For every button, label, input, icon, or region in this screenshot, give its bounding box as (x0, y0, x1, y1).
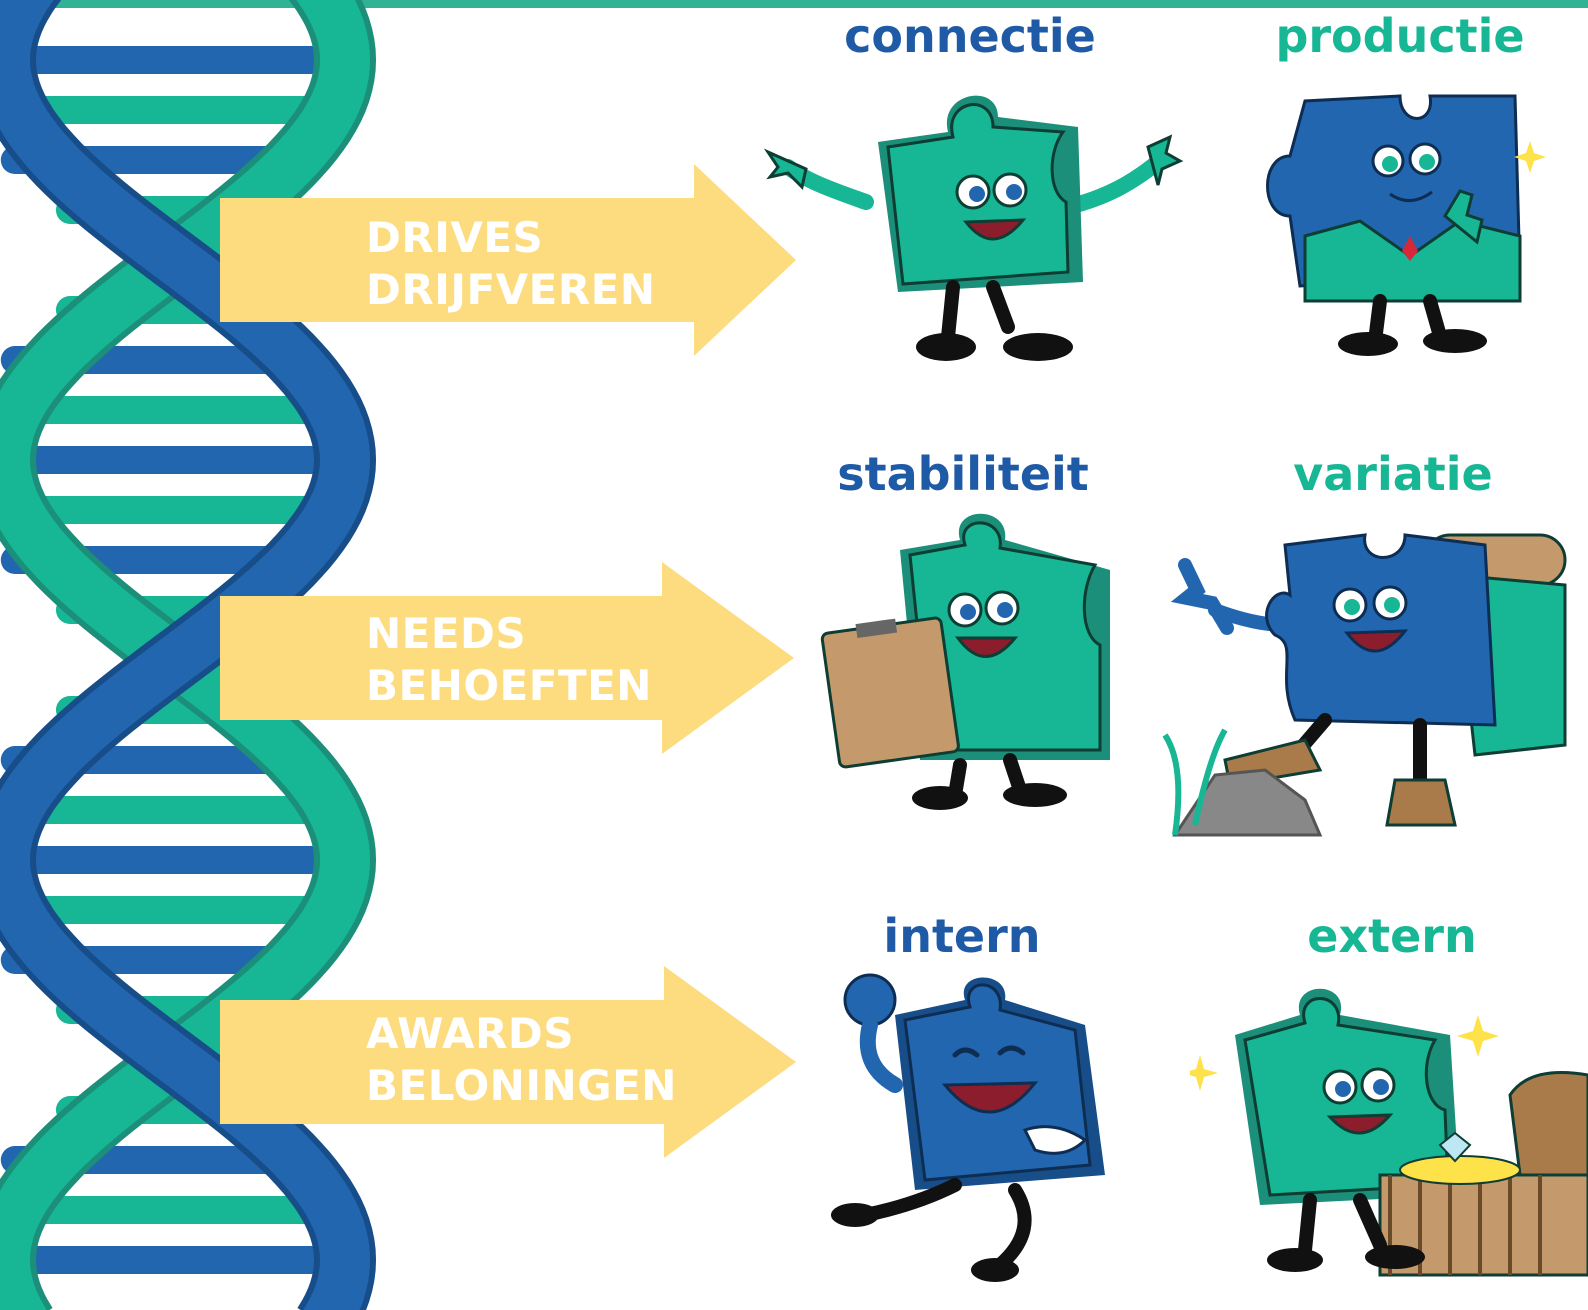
green-puzzle-clipboard-icon (820, 513, 1110, 810)
arrow-shape-awards (220, 966, 796, 1158)
arrow-awards: AWARDS BELONINGEN (0, 962, 800, 1162)
title-extern: extern (1307, 909, 1477, 963)
blue-puzzle-suit-thumbs-up-icon (1266, 94, 1546, 356)
arrow-label-needs: NEEDS BEHOEFTEN (366, 608, 652, 712)
arrow-label-en: DRIVES (366, 213, 544, 262)
arrow-shape-needs (220, 562, 794, 754)
arrow-label-awards: AWARDS BELONINGEN (366, 1008, 677, 1112)
arrow-needs: NEEDS BEHOEFTEN (0, 558, 800, 758)
arrow-label-en: NEEDS (366, 609, 527, 658)
arrow-label-nl: BEHOEFTEN (366, 661, 652, 710)
top-accent-bar (0, 0, 1588, 8)
title-intern: intern (883, 909, 1041, 963)
arrow-shape-drives (220, 164, 796, 356)
title-connectie: connectie (844, 9, 1096, 63)
blue-puzzle-backpack-hiker-icon (1162, 533, 1567, 837)
arrow-label-en: AWARDS (366, 1009, 575, 1058)
blue-puzzle-cheering-icon (831, 973, 1105, 1282)
title-stabiliteit: stabiliteit (837, 447, 1089, 501)
arrow-drives: DRIVES DRIJFVEREN (0, 160, 800, 360)
green-puzzle-arms-open-icon (763, 95, 1184, 361)
green-puzzle-treasure-chest-icon (1190, 988, 1588, 1277)
arrow-label-nl: DRIJFVEREN (366, 265, 656, 314)
arrow-label-nl: BELONINGEN (366, 1061, 677, 1110)
title-productie: productie (1275, 9, 1525, 63)
arrow-label-drives: DRIVES DRIJFVEREN (366, 212, 656, 316)
title-variatie: variatie (1293, 447, 1493, 501)
